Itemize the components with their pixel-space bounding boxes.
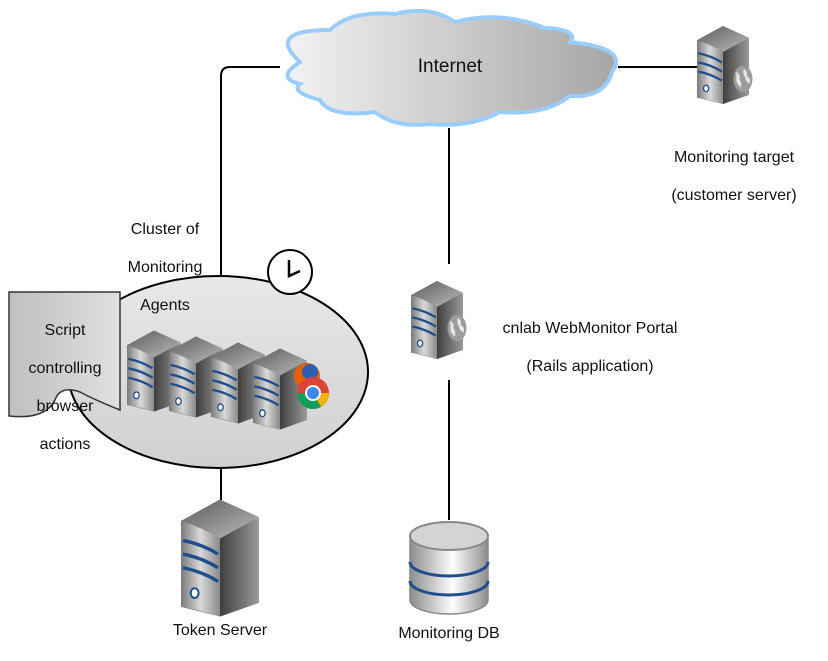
agent-cluster[interactable] (67, 275, 369, 469)
monitoring-target-server (695, 24, 753, 106)
monitoring-db-label: Monitoring DB (398, 625, 500, 642)
portal-server (409, 279, 467, 361)
internet-cloud (285, 8, 619, 127)
chrome-icon (296, 377, 330, 410)
label-line: controlling (28, 360, 102, 377)
clock-icon (267, 249, 313, 295)
label-line: Monitoring (127, 259, 203, 276)
token-server-label: Token Server (172, 622, 268, 639)
monitoring-target-label: Monitoring target (customer server) (640, 129, 828, 224)
cluster-label: Cluster of Monitoring Agents (110, 201, 220, 334)
token-server (179, 497, 261, 619)
script-label: Script controlling browser actions (10, 302, 120, 473)
internet-label: Internet (417, 56, 483, 77)
portal-label: cnlab WebMonitor Portal (Rails applicati… (485, 300, 695, 395)
document-icon (8, 291, 121, 418)
label-line: Script (44, 322, 86, 339)
label-line: cnlab WebMonitor Portal (502, 320, 678, 337)
label-line: (customer server) (671, 187, 797, 204)
label-line: browser (36, 398, 94, 415)
script-document[interactable] (8, 291, 121, 418)
cloud-icon (285, 8, 619, 127)
label-line: Agents (140, 297, 190, 314)
label-line: actions (39, 436, 91, 453)
connector-lines (220, 66, 700, 520)
edge-cluster-internet (220, 66, 280, 278)
database-icon (408, 521, 490, 615)
label-line: Monitoring target (673, 149, 795, 166)
label-line: (Rails application) (526, 358, 654, 375)
label-line: Cluster of (130, 221, 200, 238)
